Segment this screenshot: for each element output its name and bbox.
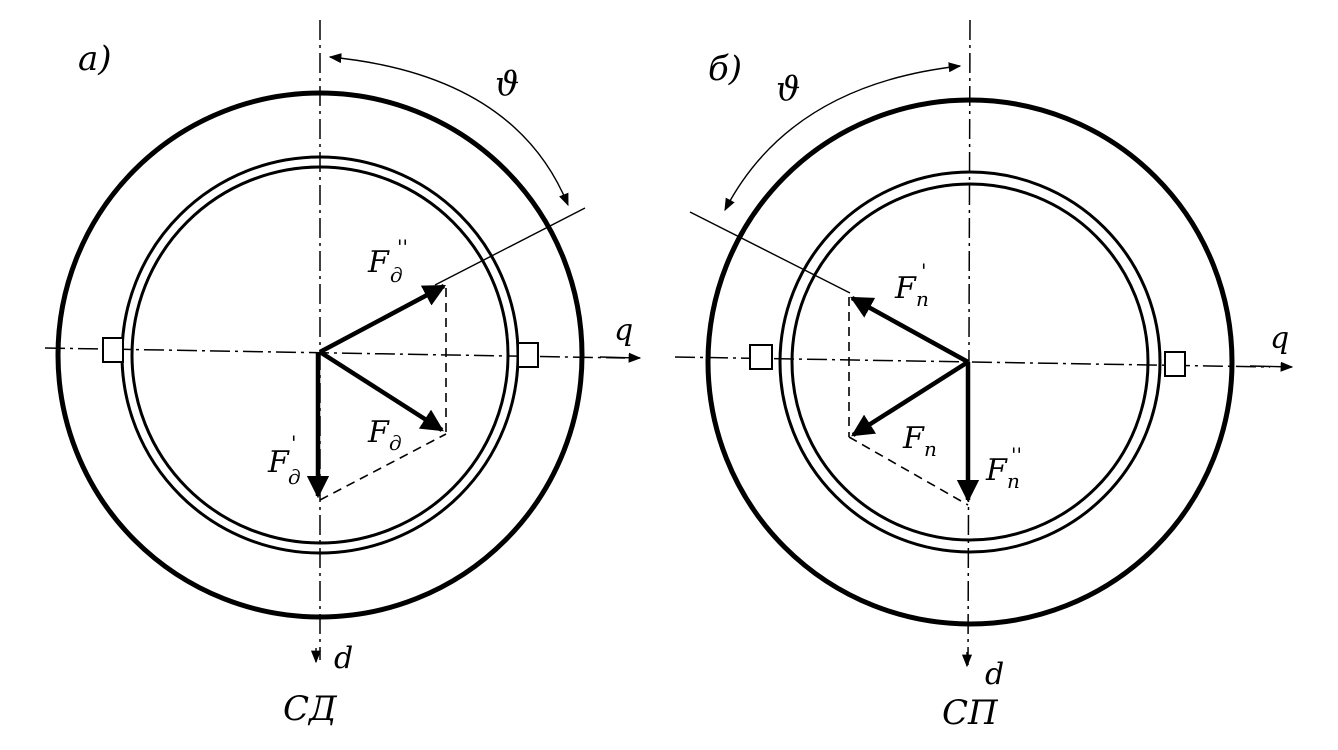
svg-text:'': '' xyxy=(1011,443,1022,467)
brush-left xyxy=(749,344,773,370)
panel-a: а) ϑ F д '' F д F xyxy=(44,20,642,729)
panel-b-tag: б) xyxy=(708,49,742,89)
brush-right xyxy=(1164,351,1186,377)
angle-label: ϑ xyxy=(776,69,800,109)
angle-arc xyxy=(724,62,962,212)
label-f-double-prime: F п '' xyxy=(985,443,1022,493)
panel-b: б) ϑ F п ' F п F xyxy=(674,19,1294,733)
svg-text:п: п xyxy=(1007,469,1020,493)
panel-b-caption: СП xyxy=(942,693,999,733)
svg-text:д: д xyxy=(288,465,301,489)
svg-text:': ' xyxy=(291,431,297,455)
svg-text:д: д xyxy=(389,431,402,455)
q-axis-line xyxy=(44,347,626,359)
svg-text:F: F xyxy=(367,245,390,280)
panel-a-tag: а) xyxy=(78,39,112,79)
q-axis-arrow xyxy=(599,352,642,363)
svg-text:F: F xyxy=(985,453,1008,488)
label-f: F п xyxy=(902,421,937,461)
d-axis-line xyxy=(967,19,971,666)
svg-text:п: п xyxy=(916,287,929,311)
q-axis-label: q xyxy=(614,313,633,348)
angle-ray xyxy=(434,207,586,286)
rotor-inner-ring xyxy=(790,182,1150,542)
label-f: F д xyxy=(367,415,402,455)
vector-f xyxy=(318,350,444,432)
svg-text:F: F xyxy=(367,415,390,450)
d-axis-label: d xyxy=(985,657,1004,692)
svg-text:F: F xyxy=(267,445,290,480)
angle-ray xyxy=(689,211,851,294)
d-axis-label: d xyxy=(334,641,353,676)
svg-text:д: д xyxy=(390,263,403,287)
panel-a-caption: СД xyxy=(283,689,338,729)
vector-f xyxy=(851,360,970,437)
angle-label: ϑ xyxy=(495,64,519,104)
label-f-prime: F п ' xyxy=(894,259,929,311)
construction-dash-2 xyxy=(319,433,447,501)
q-axis-arrow xyxy=(1249,361,1294,372)
brush-right xyxy=(517,342,539,368)
q-axis-label: q xyxy=(1270,321,1289,356)
svg-text:п: п xyxy=(924,437,937,461)
svg-text:F: F xyxy=(902,421,925,456)
construction-dash-2 xyxy=(848,436,969,506)
svg-text:F: F xyxy=(894,271,917,306)
svg-text:'': '' xyxy=(397,235,408,259)
svg-text:': ' xyxy=(921,259,927,283)
label-f-prime: F д ' xyxy=(267,431,301,489)
vector-f-double-prime xyxy=(318,284,446,354)
brush-left xyxy=(102,337,124,363)
vector-f-prime xyxy=(850,296,970,364)
label-f-double-prime: F д '' xyxy=(367,235,408,287)
angle-arc xyxy=(328,53,569,207)
